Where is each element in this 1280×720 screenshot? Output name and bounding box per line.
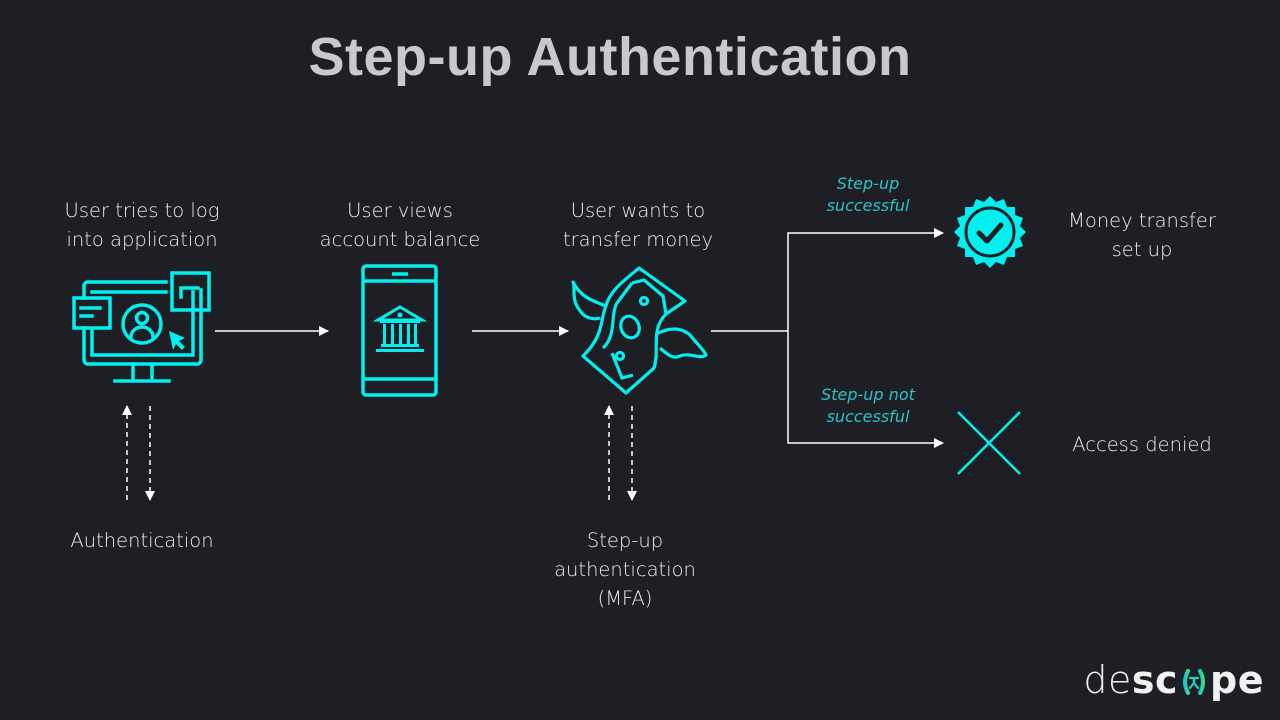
stepup-line1: Step-up: [586, 529, 664, 552]
success-result-line2: set up: [1111, 238, 1173, 261]
step-login-line1: User tries to log: [64, 199, 220, 222]
arrow-success-branch: [787, 228, 944, 331]
success-result-line1: Money transfer: [1068, 209, 1216, 232]
x-cross-icon: [957, 411, 1021, 475]
failure-note-line1: Step-up not: [821, 385, 915, 404]
logo-part1: de: [1083, 658, 1132, 702]
arrow-failure-branch: [787, 331, 944, 448]
logo-part3: pe: [1210, 658, 1264, 702]
success-note-line1: Step-up: [836, 174, 900, 193]
cursor-icon: [169, 331, 185, 350]
stepup-line3: (MFA): [597, 587, 653, 610]
step-transfer-line1: User wants to: [570, 199, 706, 222]
verified-badge-icon: [954, 196, 1026, 268]
logo-bracket-icon: [1183, 669, 1206, 695]
descope-logo: desc pe: [1083, 658, 1264, 702]
failure-note-line2: successful: [826, 407, 910, 426]
step-balance-line2: account balance: [319, 228, 481, 251]
page-title: Step-up Authentication: [308, 27, 912, 87]
authentication-label: Authentication: [70, 529, 214, 552]
mobile-bank-icon: [361, 264, 438, 397]
step-balance-label: User views account balance: [300, 196, 500, 254]
step-balance-line1: User views: [347, 199, 453, 222]
failure-note: Step-up not successful: [798, 384, 938, 428]
step-transfer-label: User wants to transfer money: [538, 196, 738, 254]
computer-login-icon: [72, 271, 211, 383]
logo-part2: sc: [1131, 658, 1179, 702]
bank-icon: [372, 305, 428, 352]
step-transfer-line2: transfer money: [562, 228, 714, 251]
step-login-label: User tries to log into application: [42, 196, 242, 254]
step-login-line2: into application: [66, 228, 218, 251]
stepup-auth-label: Step-up authentication (MFA): [525, 526, 725, 613]
success-note-line2: successful: [826, 196, 910, 215]
flying-money-icon: [571, 266, 708, 395]
failure-result: Access denied: [1072, 433, 1212, 456]
success-note: Step-up successful: [798, 173, 938, 217]
success-result: Money transfer set up: [1042, 206, 1242, 264]
stepup-line2: authentication: [554, 558, 696, 581]
